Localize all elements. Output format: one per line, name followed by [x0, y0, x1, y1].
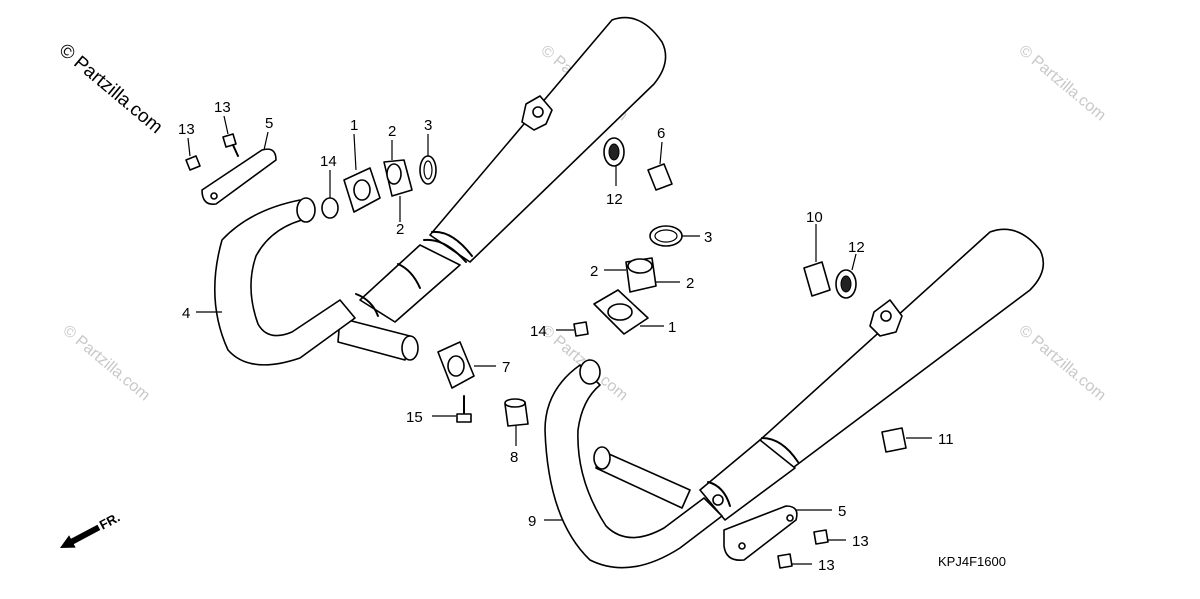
callout-1-upper: 1 [350, 117, 358, 134]
callout-2-lower-a: 2 [590, 263, 598, 280]
muffler-left-assembly [214, 16, 667, 366]
callout-4: 4 [182, 305, 190, 322]
exhaust-collar-lower [625, 257, 657, 293]
callout-2-upper-a: 2 [388, 123, 396, 140]
callout-13-lower-b: 13 [818, 557, 835, 574]
callout-labels: 13 13 5 1 2 3 14 2 6 12 3 10 12 2 2 4 14… [178, 99, 954, 574]
watermark-top-right: © Partzilla.com [1015, 42, 1109, 124]
exhaust-sleeve [504, 398, 529, 427]
watermark-mid-left: © Partzilla.com [59, 322, 153, 404]
muffler-bracket-lower [723, 505, 798, 562]
callout-7: 7 [502, 359, 510, 376]
cap-nut [881, 427, 907, 453]
callout-9: 9 [528, 513, 536, 530]
leader-lines [187, 115, 932, 565]
bolt-lower-a [813, 529, 829, 545]
callout-14-upper: 14 [320, 153, 337, 170]
arrow-icon [60, 524, 101, 548]
callout-3-upper: 3 [424, 117, 432, 134]
watermark-main: © Partzilla.com [55, 40, 167, 138]
callout-12-upper: 12 [606, 191, 623, 208]
callout-6: 6 [657, 125, 665, 142]
front-marker-label: FR. [97, 510, 123, 533]
callout-13-upper-a: 13 [214, 99, 231, 116]
mounting-collar [647, 163, 673, 191]
callout-12-lower: 12 [848, 239, 865, 256]
joint-collar-upper [321, 197, 339, 219]
exhaust-flange-upper [343, 167, 381, 213]
diagram-code: KPJ4F1600 [938, 554, 1006, 569]
bolt-upper-a [222, 133, 239, 157]
callout-1-lower: 1 [668, 319, 676, 336]
muffler-right-assembly [544, 228, 1045, 569]
collar-10 [803, 261, 831, 297]
callout-14-lower: 14 [530, 323, 547, 340]
muffler-bracket-upper [201, 148, 277, 206]
watermark-mid-right: © Partzilla.com [1015, 322, 1109, 404]
callout-3-lower: 3 [704, 229, 712, 246]
callout-5-lower: 5 [838, 503, 846, 520]
callout-11: 11 [938, 431, 954, 448]
callout-10: 10 [806, 209, 823, 226]
callout-2-upper-b: 2 [396, 221, 404, 238]
joint-collar-lower [573, 321, 589, 337]
rubber-mount-lower [835, 269, 857, 299]
bolt-upper-b [185, 155, 201, 171]
callout-13-lower-a: 13 [852, 533, 869, 550]
clamp-bolt [456, 395, 472, 423]
callout-15: 15 [406, 409, 423, 426]
gasket-ring-upper [419, 155, 437, 185]
callout-2-lower-b: 2 [686, 275, 694, 292]
exhaust-collar-upper [383, 159, 413, 197]
front-direction-arrow: FR. [60, 510, 123, 548]
exhaust-clamp [437, 341, 475, 389]
callout-5-upper: 5 [265, 115, 273, 132]
exhaust-flange-lower [593, 289, 649, 335]
callout-8: 8 [510, 449, 518, 466]
bolt-lower-b [777, 553, 793, 569]
gasket-ring-lower [649, 225, 683, 247]
callout-13-upper-b: 13 [178, 121, 195, 138]
rubber-mount-upper [603, 137, 625, 167]
